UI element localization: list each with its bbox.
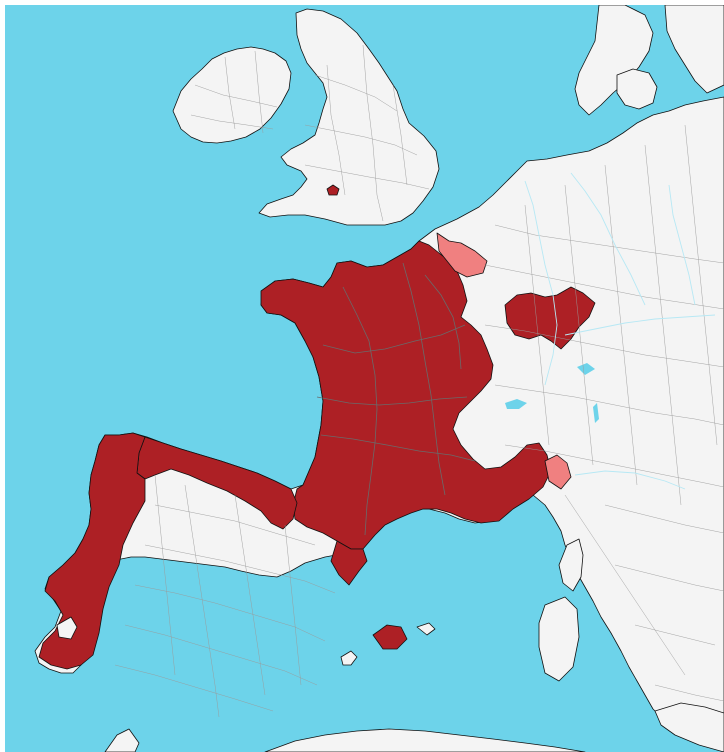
france-region-line-5: [320, 434, 476, 462]
lake-geneva: [505, 399, 527, 409]
ireland-subdivisions: [190, 50, 278, 134]
iberia-subdivisions: [114, 474, 336, 718]
sicily-area: [654, 702, 724, 752]
corsica: [558, 538, 584, 592]
po-river: [574, 470, 686, 490]
north-spain-coast-region: [136, 436, 298, 530]
catalonia-region: [330, 540, 368, 586]
portugal-region: [38, 432, 146, 670]
north-landmass: [664, 5, 724, 94]
alpine-border-region: [544, 454, 572, 490]
denmark-islands: [616, 68, 658, 110]
france-region-line-3: [342, 286, 378, 536]
lake-garda: [593, 403, 599, 423]
great-britain: [258, 8, 440, 226]
central-europe-subdivisions: [484, 124, 724, 702]
scandinavia: [574, 5, 654, 116]
ibiza: [340, 650, 358, 666]
elbe-river: [570, 172, 646, 306]
france-region: [260, 240, 552, 550]
france-region-line-6: [424, 274, 462, 370]
europe-map: [5, 5, 724, 752]
uk-subdivisions: [304, 44, 430, 222]
france-region-line-2: [316, 396, 468, 406]
sardinia: [538, 596, 580, 682]
rhine-river: [524, 180, 558, 386]
lisbon-enclave: [56, 616, 78, 640]
belgium-border-region: [436, 232, 488, 278]
menorca: [416, 622, 436, 636]
north-africa: [264, 728, 586, 752]
danube-river: [564, 314, 716, 336]
africa-tip: [104, 728, 140, 752]
balearic-region: [372, 624, 408, 650]
france-region-line-1: [322, 324, 466, 354]
france-region-line-4: [402, 262, 446, 496]
wales-spot-region: [326, 184, 340, 196]
lake-constance: [577, 363, 595, 375]
oder-river: [668, 184, 696, 306]
